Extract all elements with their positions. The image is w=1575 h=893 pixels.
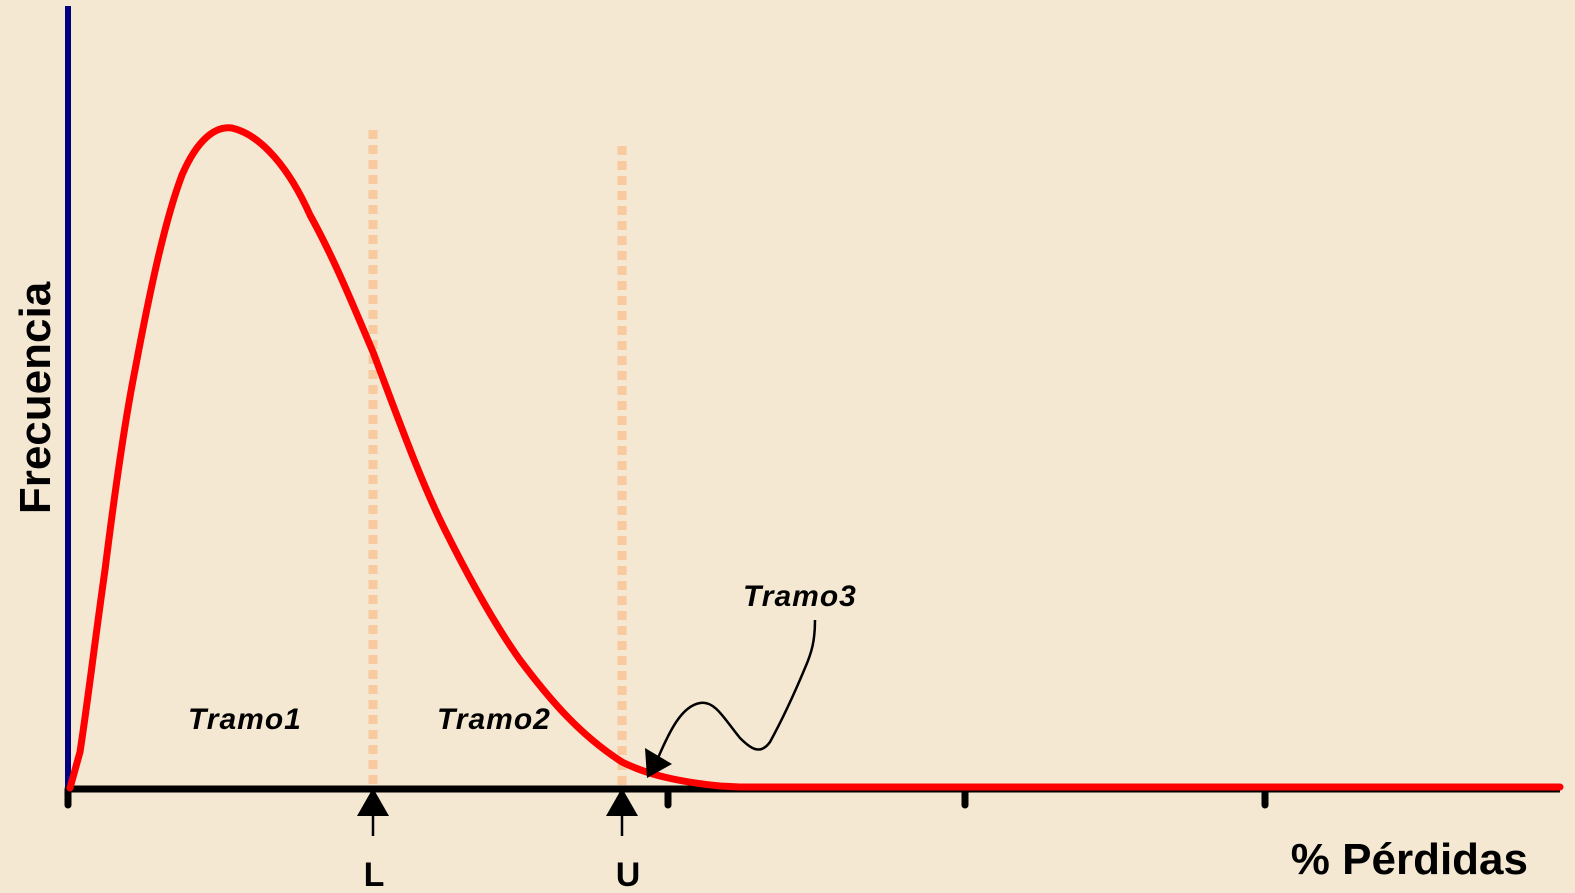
region-label-tramo2: Tramo2 [437,703,551,736]
up-arrow-icon [606,788,638,836]
loss-frequency-curve [66,124,1564,792]
region-label-tramo3: Tramo3 [743,580,857,613]
x-axis-ticks [64,785,1269,809]
up-arrow-icon [357,788,389,836]
x-axis-label: % Pérdidas [1291,835,1528,884]
threshold-label-u: U [616,856,641,893]
callout-arrow-icon [645,748,672,778]
region-label-tramo1: Tramo1 [188,703,302,736]
tramo3-callout-line [656,619,817,759]
threshold-label-l: L [364,856,385,893]
y-axis-label: Frecuencia [11,281,60,514]
